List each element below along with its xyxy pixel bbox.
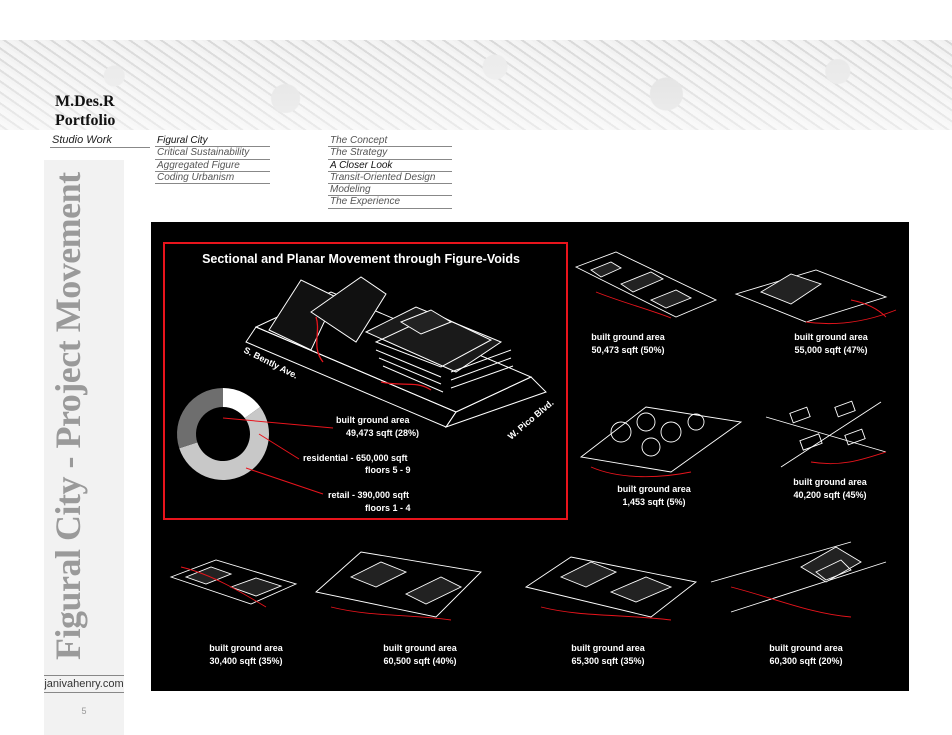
nav-sub-modeling[interactable]: Modeling xyxy=(328,184,452,196)
street-label-bently: S. Bently Ave. xyxy=(242,345,299,381)
panel-6-label: built ground area xyxy=(383,643,457,653)
page-number: 5 xyxy=(44,706,124,716)
portfolio-title: M.Des.R Portfolio xyxy=(55,92,115,130)
nav-project-critical-sustainability[interactable]: Critical Sustainability xyxy=(155,147,270,159)
main-massing-drawing xyxy=(246,277,546,427)
panel-2-label: built ground area xyxy=(794,332,868,342)
panel-1-value: 50,473 sqft (50%) xyxy=(591,345,664,355)
panel-3-value: 1,453 sqft (5%) xyxy=(622,497,685,507)
project-nav: Figural City Critical Sustainability Agg… xyxy=(155,135,270,184)
donut-retail-label: retail - 390,000 sqft xyxy=(328,490,409,500)
subsection-nav: The Concept The Strategy A Closer Look T… xyxy=(328,135,452,209)
panel-drawing-6 xyxy=(316,552,481,620)
nav-project-figural-city[interactable]: Figural City xyxy=(155,135,270,147)
panel-8-label: built ground area xyxy=(769,643,843,653)
panel-drawing-7 xyxy=(526,557,696,620)
panel-2-value: 55,000 sqft (47%) xyxy=(794,345,867,355)
panel-5-value: 30,400 sqft (35%) xyxy=(209,656,282,666)
donut-residential-label: residential - 650,000 sqft xyxy=(303,453,408,463)
panel-7-value: 65,300 sqft (35%) xyxy=(571,656,644,666)
panel-1-label: built ground area xyxy=(591,332,665,342)
nav-sub-experience[interactable]: The Experience xyxy=(328,196,452,208)
panel-3-label: built ground area xyxy=(617,484,691,494)
panel-4-label: built ground area xyxy=(793,477,867,487)
main-diagram-title: Sectional and Planar Movement through Fi… xyxy=(202,252,520,266)
site-url-link[interactable]: janivahenry.com xyxy=(44,675,124,693)
header-banner-overlay xyxy=(0,40,952,130)
nav-project-coding-urbanism[interactable]: Coding Urbanism xyxy=(155,172,270,184)
vertical-title: Figural City - Project Movement xyxy=(47,230,89,660)
donut-retail-floors: floors 1 - 4 xyxy=(365,503,411,513)
panel-drawing-5 xyxy=(171,560,296,607)
panel-drawing-8 xyxy=(711,542,886,617)
panel-drawing-2 xyxy=(736,270,896,324)
donut-residential-floors: floors 5 - 9 xyxy=(365,465,411,475)
nav-sub-closer-look[interactable]: A Closer Look xyxy=(328,160,452,172)
nav-sub-concept[interactable]: The Concept xyxy=(328,135,452,147)
donut-chart xyxy=(177,388,269,480)
donut-built-value: 49,473 sqft (28%) xyxy=(346,428,419,438)
donut-built-label: built ground area xyxy=(336,415,410,425)
panel-labels: built ground area 50,473 sqft (50%) buil… xyxy=(209,332,868,666)
donut-segment-retail xyxy=(177,388,223,448)
figure-canvas: Sectional and Planar Movement through Fi… xyxy=(151,222,909,691)
nav-sub-transit[interactable]: Transit-Oriented Design xyxy=(328,172,452,184)
panel-5-label: built ground area xyxy=(209,643,283,653)
panel-drawing-3 xyxy=(581,407,741,477)
panel-6-value: 60,500 sqft (40%) xyxy=(383,656,456,666)
panel-7-label: built ground area xyxy=(571,643,645,653)
panel-drawing-4 xyxy=(766,401,886,467)
project-figure: Sectional and Planar Movement through Fi… xyxy=(151,222,909,691)
panel-4-value: 40,200 sqft (45%) xyxy=(793,490,866,500)
portfolio-title-line1: M.Des.R xyxy=(55,92,115,111)
section-label[interactable]: Studio Work xyxy=(50,134,150,148)
panel-8-value: 60,300 sqft (20%) xyxy=(769,656,842,666)
panel-drawings xyxy=(171,252,896,620)
panel-drawing-1 xyxy=(576,252,716,318)
nav-project-aggregated-figure[interactable]: Aggregated Figure xyxy=(155,160,270,172)
street-label-pico: W. Pico Blvd. xyxy=(506,398,556,442)
nav-sub-strategy[interactable]: The Strategy xyxy=(328,147,452,159)
portfolio-title-line2: Portfolio xyxy=(55,111,115,130)
